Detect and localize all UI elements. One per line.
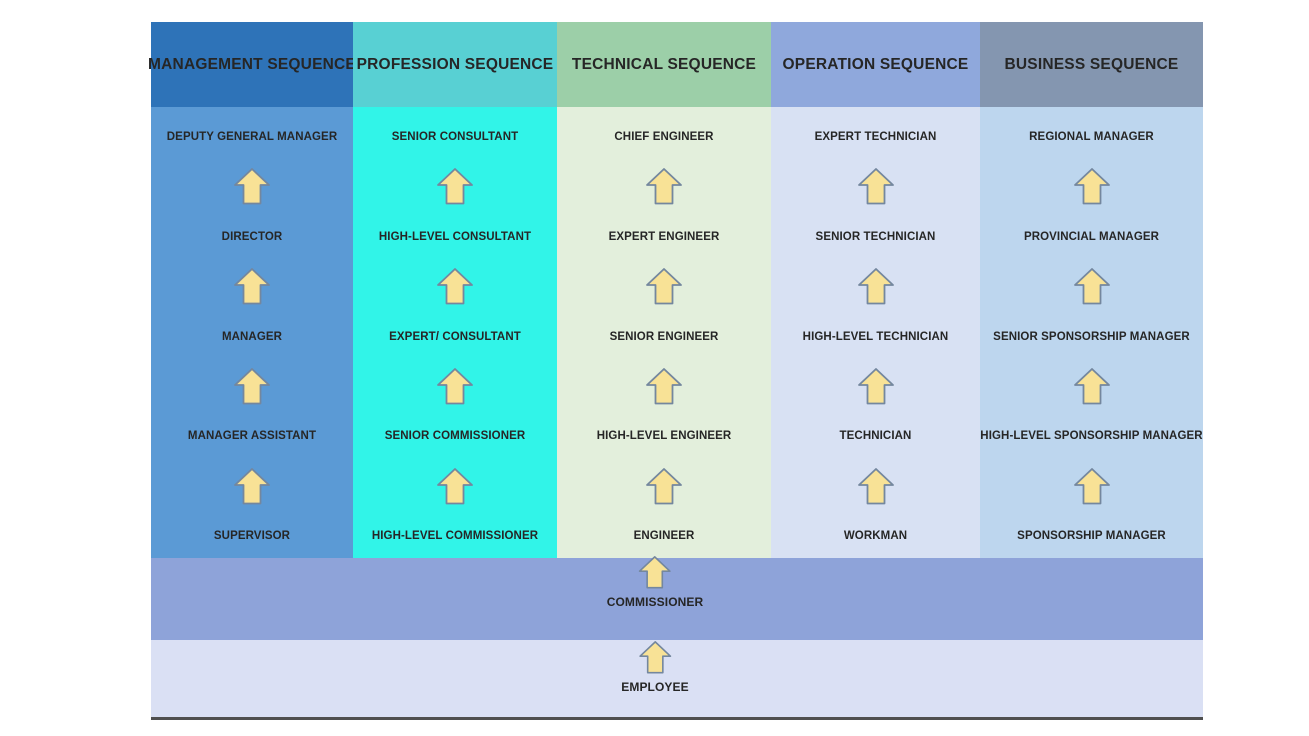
column-management-sequence: MANAGEMENT SEQUENCE DEPUTY GENERAL MANAG… — [148, 22, 356, 558]
role-label: SENIOR CONSULTANT — [391, 131, 519, 143]
employee-band: EMPLOYEE — [151, 640, 1203, 717]
column-body: CHIEF ENGINEER EXPERT ENGINEER SENIOR EN… — [557, 107, 771, 558]
role-label: EXPERT ENGINEER — [608, 230, 720, 243]
up-arrow-icon — [437, 168, 473, 205]
column-title: OPERATION SEQUENCE — [782, 55, 969, 73]
role-label: HIGH-LEVEL CONSULTANT — [378, 230, 532, 243]
role-label: REGIONAL MANAGER — [1029, 131, 1154, 143]
commissioner-level: COMMISSIONER — [607, 556, 704, 609]
base-level-label: EMPLOYEE — [621, 680, 689, 694]
column-body: SENIOR CONSULTANT HIGH-LEVEL CONSULTANT … — [353, 107, 557, 558]
role-label: MANAGER — [221, 330, 283, 343]
role-label: DEPUTY GENERAL MANAGER — [166, 131, 338, 143]
role-label: SENIOR SPONSORSHIP MANAGER — [993, 330, 1190, 343]
role-label: HIGH-LEVEL TECHNICIAN — [802, 330, 949, 343]
role-label: HIGH-LEVEL COMMISSIONER — [371, 530, 539, 542]
up-arrow-icon — [1073, 168, 1110, 205]
role-label: SENIOR ENGINEER — [609, 330, 719, 343]
role-label: TECHNICIAN — [839, 430, 912, 443]
up-arrow-icon — [234, 168, 270, 205]
role-label: ENGINEER — [633, 530, 695, 542]
column-body: EXPERT TECHNICIAN SENIOR TECHNICIAN HIGH… — [771, 107, 980, 558]
column-header: PROFESSION SEQUENCE — [353, 22, 557, 107]
role-label: SUPERVISOR — [213, 530, 291, 542]
up-arrow-icon — [1073, 268, 1110, 305]
up-arrow-icon — [234, 467, 270, 505]
up-arrow-icon — [639, 641, 671, 674]
up-arrow-icon — [646, 268, 682, 305]
column-header: BUSINESS SEQUENCE — [980, 22, 1203, 107]
role-label: SENIOR TECHNICIAN — [815, 230, 936, 243]
column-technical-sequence: TECHNICAL SEQUENCE CHIEF ENGINEER EXPERT… — [557, 22, 771, 558]
column-operation-sequence: OPERATION SEQUENCE EXPERT TECHNICIAN SEN… — [771, 22, 980, 558]
bottom-border-line — [151, 717, 1203, 720]
role-label: EXPERT/ CONSULTANT — [389, 330, 521, 343]
base-level-label: COMMISSIONER — [606, 595, 704, 609]
up-arrow-icon — [857, 467, 894, 505]
column-header: OPERATION SEQUENCE — [771, 22, 980, 107]
commissioner-band: COMMISSIONER — [151, 556, 1203, 640]
up-arrow-icon — [437, 268, 473, 305]
up-arrow-icon — [857, 268, 894, 305]
up-arrow-icon — [234, 367, 270, 405]
role-label: HIGH-LEVEL SPONSORSHIP MANAGER — [980, 430, 1203, 443]
column-title: PROFESSION SEQUENCE — [356, 55, 554, 73]
up-arrow-icon — [857, 168, 894, 205]
column-header: TECHNICAL SEQUENCE — [557, 22, 771, 107]
role-label: SENIOR COMMISSIONER — [384, 430, 526, 443]
up-arrow-icon — [437, 467, 473, 505]
role-label: PROVINCIAL MANAGER — [1023, 230, 1160, 243]
role-label: WORKMAN — [843, 530, 908, 542]
up-arrow-icon — [437, 367, 473, 405]
column-profession-sequence: PROFESSION SEQUENCE SENIOR CONSULTANT HI… — [353, 22, 557, 558]
up-arrow-icon — [1073, 367, 1110, 405]
column-title: BUSINESS SEQUENCE — [1004, 55, 1179, 73]
role-label: DIRECTOR — [221, 230, 283, 243]
role-label: MANAGER ASSISTANT — [187, 430, 317, 443]
up-arrow-icon — [646, 367, 682, 405]
up-arrow-icon — [646, 467, 682, 505]
column-business-sequence: BUSINESS SEQUENCE REGIONAL MANAGER PROVI… — [980, 22, 1203, 558]
up-arrow-icon — [1073, 467, 1110, 505]
career-sequence-diagram: MANAGEMENT SEQUENCE DEPUTY GENERAL MANAG… — [148, 22, 1203, 720]
role-label: CHIEF ENGINEER — [614, 131, 714, 143]
column-body: DEPUTY GENERAL MANAGER DIRECTOR MANAGER … — [151, 107, 353, 558]
role-label: SPONSORSHIP MANAGER — [1017, 530, 1166, 542]
up-arrow-icon — [646, 168, 682, 205]
employee-level: EMPLOYEE — [621, 641, 689, 694]
column-title: TECHNICAL SEQUENCE — [571, 55, 757, 73]
sequence-columns: MANAGEMENT SEQUENCE DEPUTY GENERAL MANAG… — [148, 22, 1203, 558]
role-label: HIGH-LEVEL ENGINEER — [596, 430, 732, 443]
column-title: MANAGEMENT SEQUENCE — [148, 55, 356, 73]
column-body: REGIONAL MANAGER PROVINCIAL MANAGER SENI… — [980, 107, 1203, 558]
up-arrow-icon — [857, 367, 894, 405]
column-header: MANAGEMENT SEQUENCE — [148, 22, 356, 107]
up-arrow-icon — [639, 556, 671, 589]
role-label: EXPERT TECHNICIAN — [814, 131, 937, 143]
up-arrow-icon — [234, 268, 270, 305]
